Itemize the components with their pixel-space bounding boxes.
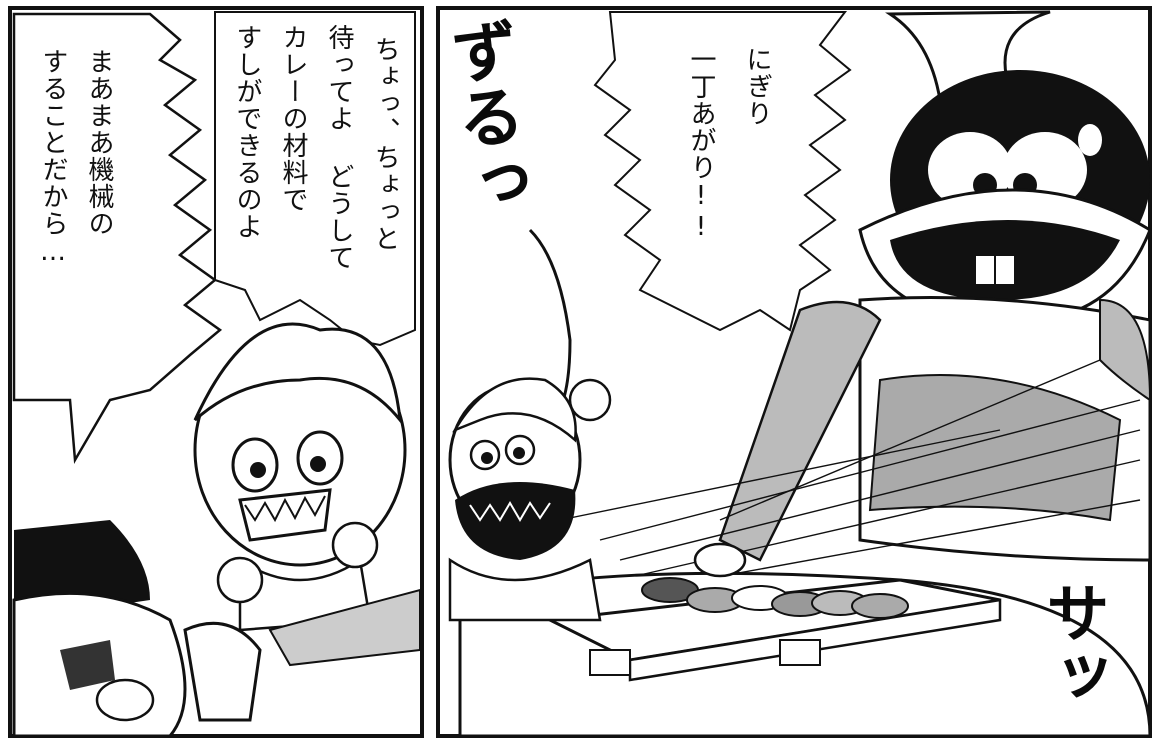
left-upper-bubble: [214, 11, 416, 347]
girl-character-right: [448, 228, 612, 622]
man-character-left: [12, 520, 262, 738]
left-table: [268, 588, 421, 667]
left-reply-line-1: まあまあ機械の: [84, 48, 114, 237]
sushi-board: [458, 542, 1152, 738]
right-bubble-line-1: にぎり: [742, 46, 772, 127]
sfx-swish: サッ: [1035, 580, 1109, 708]
left-bubble-line-1: ちょっ、ちょっと: [370, 36, 400, 252]
sfx-slurp: ずるっ: [436, 14, 535, 220]
left-bubble-line-4: すしができるのよ: [232, 24, 262, 240]
right-speech-bubble: [593, 11, 852, 332]
right-bubble-line-2: 一丁あがり!!: [686, 46, 716, 243]
left-speech-bubble: [12, 12, 223, 465]
left-bubble-line-2: 待ってよ どうして: [324, 24, 354, 271]
robot-chef-character: [718, 10, 1152, 562]
left-bubble-line-3: カレーの材料で: [278, 24, 308, 213]
left-reply-line-2: することだから…: [38, 48, 68, 268]
